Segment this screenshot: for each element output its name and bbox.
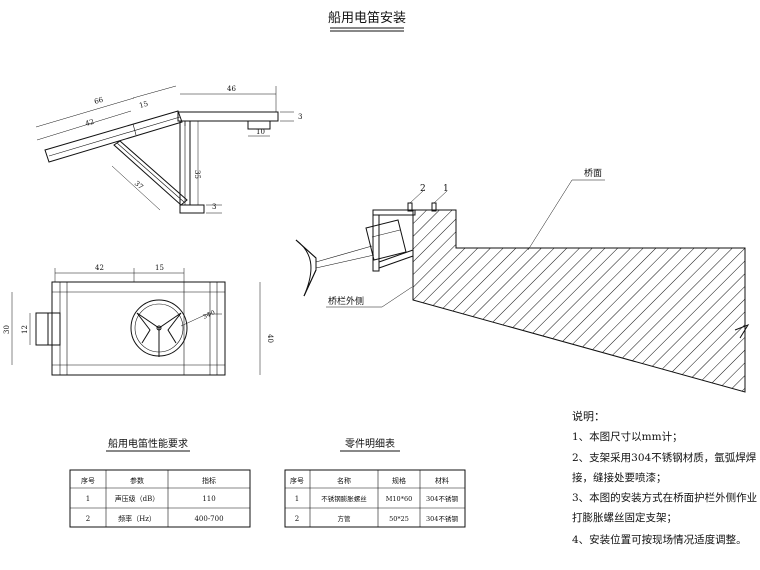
- note-line: 4、安装位置可按现场情况适度调整。: [572, 533, 747, 546]
- parts-cell: 2: [295, 515, 299, 523]
- callout-1: 1: [443, 184, 449, 194]
- note-line: 1、本图尺寸以mm计；: [572, 430, 683, 443]
- parts-header-no: 序号: [290, 476, 304, 485]
- parts-cell: 304不锈钢: [426, 494, 458, 503]
- bridge-deck-hatch: [412, 209, 746, 393]
- label-rail-outside: 桥栏外侧: [328, 295, 364, 307]
- callout-2: 2: [420, 184, 426, 194]
- perf-table-caption: 船用电笛性能要求: [108, 437, 188, 450]
- parts-cell: 304不锈钢: [426, 514, 458, 523]
- dim-3b: 3: [212, 203, 216, 211]
- drawing-title: 船用电笛安装: [328, 10, 406, 26]
- dim-30: 30: [3, 325, 11, 334]
- parts-header-name: 名称: [337, 476, 351, 485]
- parts-table: 零件明细表 序号 名称 规格 材料 1 不锈钢膨胀螺丝 M10*60 304不锈…: [284, 437, 466, 528]
- perf-cell: 声压级（dB）: [115, 494, 160, 503]
- perf-cell: 110: [202, 495, 215, 503]
- dim-15-front: 15: [155, 264, 164, 272]
- dim-66: 66: [93, 96, 104, 106]
- parts-cell: 不锈钢膨胀螺丝: [321, 494, 367, 503]
- note-line: 接，缝接处要喷漆；: [572, 471, 667, 484]
- dim-bolt: 3Φ0: [202, 309, 217, 321]
- perf-cell: 频率（Hz）: [118, 514, 156, 523]
- perf-header-index: 指标: [202, 476, 216, 485]
- parts-header-material: 材料: [435, 476, 449, 485]
- parts-cell: 1: [295, 495, 299, 503]
- dim-42-front: 42: [95, 264, 104, 272]
- parts-cell: M10*60: [386, 495, 412, 503]
- dim-37: 37: [133, 179, 145, 191]
- bracket-side-view: 66 15 42 46 3 10 35 37 3: [35, 85, 302, 214]
- notes-block: 说明： 1、本图尺寸以mm计； 2、支架采用304不锈钢材质，氩弧焊焊 接，缝接…: [572, 409, 757, 546]
- parts-cell: 方管: [338, 514, 352, 523]
- dim-12: 12: [21, 325, 29, 334]
- dim-42: 42: [84, 118, 95, 128]
- parts-table-caption: 零件明细表: [345, 437, 395, 450]
- perf-header-no: 序号: [81, 476, 95, 485]
- perf-cell: 1: [86, 495, 90, 503]
- perf-cell: 400-700: [194, 515, 223, 523]
- bracket-front-view: 3Φ0 42 15 30 12 40: [3, 264, 274, 376]
- dim-35: 35: [193, 170, 201, 179]
- note-line: 打膨胀螺丝固定支架；: [572, 511, 677, 524]
- notes-heading: 说明：: [572, 409, 605, 423]
- dim-15: 15: [138, 100, 149, 110]
- dim-10: 10: [256, 128, 265, 136]
- dim-3: 3: [298, 113, 302, 121]
- parts-header-spec: 规格: [392, 476, 406, 485]
- perf-header-param: 参数: [130, 476, 144, 485]
- note-line: 3、本图的安装方式在桥面护栏外侧作业: [572, 491, 757, 504]
- performance-table: 船用电笛性能要求 序号 参数 指标 1 声压级（dB） 110 2 频率（Hz）…: [69, 437, 251, 528]
- dim-46: 46: [227, 85, 236, 93]
- note-line: 2、支架采用304不锈钢材质，氩弧焊焊: [572, 451, 757, 464]
- bridge-section-view: 2 1 桥面 桥栏外侧: [295, 167, 750, 393]
- parts-cell: 50*25: [389, 515, 409, 523]
- perf-cell: 2: [86, 515, 90, 523]
- label-bridge-deck: 桥面: [584, 167, 602, 179]
- dim-40: 40: [266, 334, 274, 343]
